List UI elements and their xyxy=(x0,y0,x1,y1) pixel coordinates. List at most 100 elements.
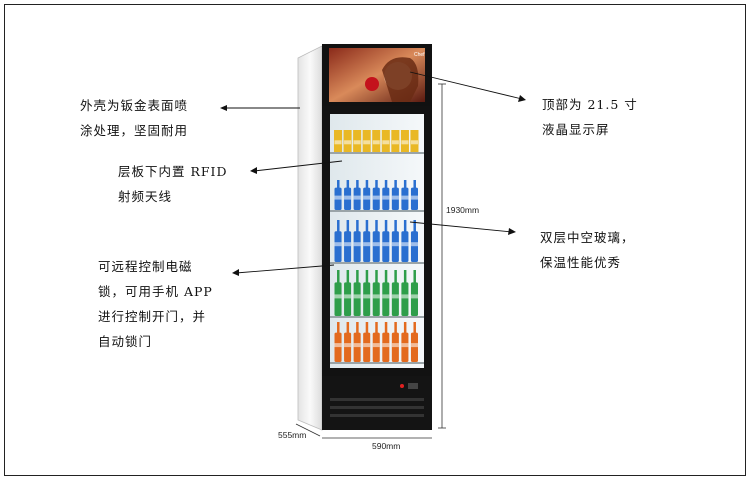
cabinet-side-panel xyxy=(297,45,323,431)
product-label xyxy=(363,294,371,299)
product-label xyxy=(334,343,342,348)
bottle-neck xyxy=(346,322,350,335)
callout-shell-line: 外壳为钣金表面喷 xyxy=(80,98,189,113)
product-label xyxy=(401,140,409,145)
product-label xyxy=(353,195,361,200)
bottle-neck xyxy=(403,180,407,190)
callout-lock-line: 锁，可用手机 APP xyxy=(98,284,213,299)
bottle-neck xyxy=(403,220,407,234)
bottle-neck xyxy=(413,180,416,190)
product-label xyxy=(410,140,418,145)
callout-rfid: 层板下内置 RFID 射频天线 xyxy=(118,159,228,209)
bottle-neck xyxy=(337,180,340,190)
bottle-neck xyxy=(394,180,397,190)
height-dimension-label: 1930mm xyxy=(446,205,480,215)
leader-rfid xyxy=(253,160,343,172)
bottle-neck xyxy=(356,180,359,190)
base-vent-1 xyxy=(330,398,424,401)
depth-dimension-label: 555mm xyxy=(278,430,307,440)
product-label xyxy=(382,140,390,145)
product-label xyxy=(382,294,390,299)
beverage-bottle xyxy=(401,332,409,362)
product-label xyxy=(372,294,380,299)
screen-apple xyxy=(365,77,379,91)
base-vent-2 xyxy=(330,406,424,409)
callout-lock-line: 可远程控制电磁 xyxy=(98,259,193,274)
bottle-neck xyxy=(337,322,340,335)
bottle-neck xyxy=(337,220,340,234)
leader-lock xyxy=(235,264,335,274)
product-label xyxy=(344,294,352,299)
product-label xyxy=(382,242,390,247)
beverage-bottle xyxy=(372,332,380,362)
beverage-bottle xyxy=(353,231,361,262)
shelf xyxy=(330,262,424,264)
product-label xyxy=(344,343,352,348)
arrowhead-lock xyxy=(232,269,239,276)
product-label xyxy=(401,343,409,348)
beverage-bottle xyxy=(344,282,352,316)
product-label xyxy=(391,242,399,247)
bottle-neck xyxy=(356,220,359,234)
beverage-bottle xyxy=(334,282,342,316)
bottle-neck xyxy=(356,270,359,285)
bottle-neck xyxy=(413,220,416,234)
product-label xyxy=(391,140,399,145)
screen-logo: Chef xyxy=(414,52,425,58)
bottle-neck xyxy=(394,270,397,285)
bottle-neck xyxy=(375,180,378,190)
callout-lock-line: 自动锁门 xyxy=(98,334,153,349)
product-label xyxy=(372,343,380,348)
bottle-neck xyxy=(413,270,416,285)
shelf xyxy=(330,152,424,154)
bottle-neck xyxy=(346,180,350,190)
product-label xyxy=(344,195,352,200)
callout-glass-line: 双层中空玻璃， xyxy=(540,230,635,245)
beverage-bottle xyxy=(363,332,371,362)
screen-person-hair xyxy=(382,57,419,102)
bottle-neck xyxy=(384,180,388,190)
product-label xyxy=(344,140,352,145)
product-label xyxy=(410,195,418,200)
product-label xyxy=(363,140,371,145)
product-label xyxy=(353,343,361,348)
bottle-neck xyxy=(384,220,388,234)
bottle-neck xyxy=(394,220,397,234)
bottle-neck xyxy=(375,270,378,285)
shelf xyxy=(330,316,424,318)
base-vent-3 xyxy=(330,414,424,417)
bottle-neck xyxy=(384,322,388,335)
callout-glass-line: 保温性能优秀 xyxy=(540,255,622,270)
product-label xyxy=(363,242,371,247)
product-label xyxy=(382,343,390,348)
product-label xyxy=(353,242,361,247)
beverage-bottle xyxy=(344,231,352,262)
product-label xyxy=(334,294,342,299)
beverage-bottle xyxy=(382,332,390,362)
product-label xyxy=(382,195,390,200)
beverage-bottle xyxy=(372,231,380,262)
callout-screen-line: 液晶显示屏 xyxy=(542,122,610,137)
product-label xyxy=(372,242,380,247)
beverage-bottle xyxy=(410,332,418,362)
arrowhead-screen xyxy=(518,95,526,102)
depth-dimension-line xyxy=(295,423,321,437)
callout-glass: 双层中空玻璃， 保温性能优秀 xyxy=(540,225,635,275)
bottle-neck xyxy=(337,270,340,285)
callout-shell: 外壳为钣金表面喷 涂处理，坚固耐用 xyxy=(80,93,188,143)
bottle-neck xyxy=(403,322,407,335)
beverage-bottle xyxy=(401,231,409,262)
bottle-neck xyxy=(365,322,369,335)
leader-glass xyxy=(409,221,513,233)
product-label xyxy=(334,242,342,247)
product-label xyxy=(334,195,342,200)
bottle-neck xyxy=(413,322,416,335)
beverage-bottle xyxy=(410,231,418,262)
beverage-bottle xyxy=(334,332,342,362)
beverage-bottle xyxy=(410,282,418,316)
beverage-bottle xyxy=(344,332,352,362)
product-label xyxy=(401,242,409,247)
beverage-bottle xyxy=(372,282,380,316)
beverage-bottle xyxy=(382,231,390,262)
